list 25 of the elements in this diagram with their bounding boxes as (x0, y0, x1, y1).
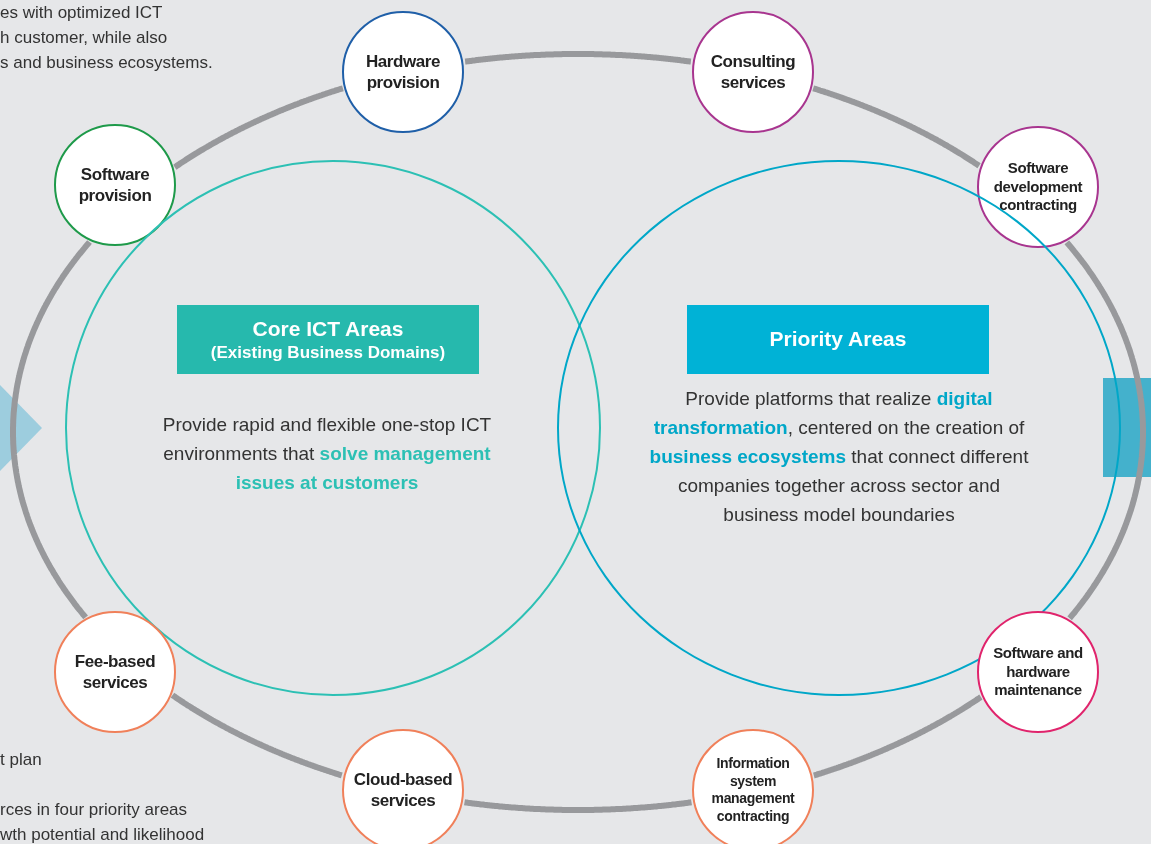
service-label: Software provision (77, 163, 153, 207)
body-text: rces in four priority areas (0, 800, 188, 820)
heading-banner (177, 305, 479, 374)
description-text: Provide platforms that realize digital transformation, centered on the creation of business ecosystems that connect different companies together across sector and business model boundaries (648, 387, 1030, 527)
body-text: t plan (0, 750, 42, 770)
heading-banner (687, 305, 989, 374)
body-text: wth potential and likelihood (0, 825, 205, 844)
subheading-text: (Existing Business Domains) (210, 342, 446, 364)
body-text: h customer, while also (0, 28, 168, 48)
body-text: es with optimized ICT (0, 3, 163, 23)
ring-connector (463, 51, 693, 65)
heading-text: Priority Areas (769, 326, 907, 353)
service-label: Cloud-based services (352, 768, 454, 812)
service-label: Fee-based services (73, 650, 157, 694)
service-label: Software development contracting (992, 158, 1084, 216)
service-label: Consulting services (709, 50, 797, 94)
ring-connector (1064, 240, 1146, 621)
service-label: Hardware provision (364, 50, 442, 94)
description-text: Provide rapid and flexible one-stop ICT environments that solve management issues at customers (161, 413, 493, 495)
service-label: Software and hardware maintenance (992, 643, 1084, 701)
ring-connector (10, 240, 92, 620)
body-text: s and business ecosystems. (0, 53, 213, 73)
heading-text: Core ICT Areas (252, 315, 404, 342)
ring-connector (170, 692, 344, 779)
service-label: Information system management contracting (710, 755, 796, 825)
